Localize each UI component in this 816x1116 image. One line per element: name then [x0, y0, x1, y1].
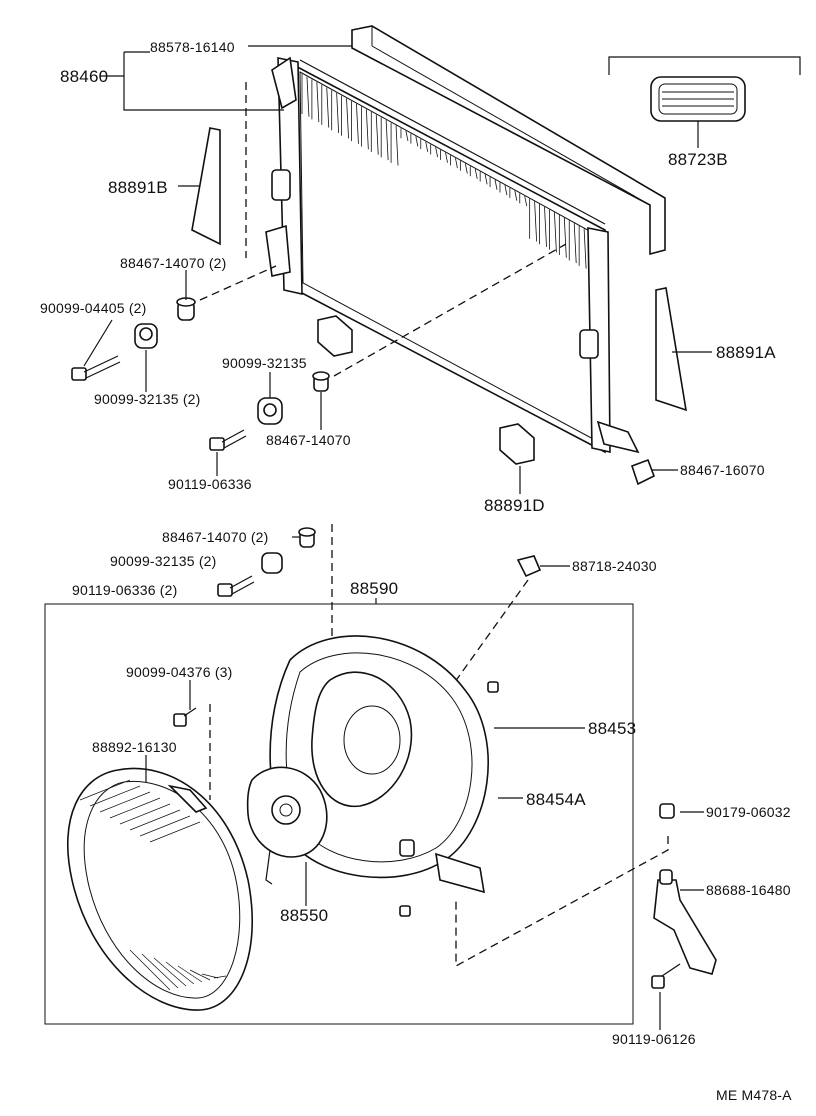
block-upper — [317, 315, 353, 357]
guard-mesh-line — [129, 949, 171, 991]
label-90099-32135-2-mid: 90099-32135 (2) — [110, 553, 217, 569]
label-88453: 88453 — [588, 719, 637, 738]
guard-mesh-line — [109, 797, 161, 819]
part-88723b — [608, 56, 801, 148]
condenser-fin — [326, 87, 330, 128]
condenser-fin — [455, 157, 458, 169]
condenser-fin — [365, 109, 369, 150]
label-90099-32135-2-left: 90099-32135 (2) — [94, 391, 201, 407]
screw-small-2 — [399, 905, 411, 917]
condenser-88460 — [265, 56, 640, 454]
shroud-88454a — [269, 635, 585, 894]
label-90119-06126: 90119-06126 — [612, 1031, 696, 1047]
label-90179-06032: 90179-06032 — [706, 804, 791, 820]
bracket-88688-16480 — [455, 803, 717, 1030]
upper-hardware — [71, 82, 656, 486]
guard-mesh-line — [89, 785, 141, 807]
deflector-88891a — [655, 287, 688, 412]
block-88891d — [499, 423, 535, 465]
label-88467-14070-2-top: 88467-14070 (2) — [120, 255, 227, 271]
guard-mesh-line — [79, 779, 131, 801]
guard-mesh-line — [139, 815, 191, 837]
condenser-fin — [346, 98, 349, 139]
condenser-fin — [484, 174, 488, 185]
condenser-fin — [385, 120, 389, 161]
condenser-fin — [494, 179, 498, 190]
guard-mesh-line — [149, 821, 201, 843]
label-88467-14070: 88467-14070 — [266, 432, 351, 448]
label-88718-24030: 88718-24030 — [572, 558, 657, 574]
label-88891a: 88891A — [716, 343, 776, 362]
condenser-fin — [336, 92, 340, 134]
label-90099-04405: 90099-04405 (2) — [40, 300, 147, 316]
guard-mesh-line — [99, 791, 151, 813]
label-88467-14070-2-mid: 88467-14070 (2) — [162, 529, 269, 545]
condenser-fin — [356, 103, 359, 144]
guard-mesh-line — [189, 969, 211, 981]
guard-mesh-line — [153, 957, 187, 987]
label-88467-16070: 88467-16070 — [680, 462, 765, 478]
condenser-fin — [474, 168, 478, 179]
label-90099-32135: 90099-32135 — [222, 355, 307, 371]
condenser-fin — [583, 228, 587, 269]
guard-mesh-line — [213, 975, 227, 979]
leader-lines — [83, 45, 712, 604]
condenser-fin — [405, 130, 409, 142]
condenser-fin — [425, 141, 429, 152]
condenser-fin — [445, 152, 448, 163]
condenser-fin — [415, 136, 419, 147]
label-88454a: 88454A — [526, 790, 586, 809]
condenser-fin — [395, 125, 399, 166]
label-88891d: 88891D — [484, 496, 545, 515]
seal-88578-16140 — [351, 25, 666, 256]
condenser-fin — [435, 147, 439, 158]
guard-mesh-line — [165, 961, 195, 985]
fan-motor-88550 — [246, 766, 328, 906]
label-88550: 88550 — [280, 906, 329, 925]
guard-mesh-line — [201, 973, 219, 979]
fan-guard-88892-16130 — [67, 755, 254, 1011]
label-88891b: 88891B — [108, 178, 168, 197]
guard-mesh-line — [141, 953, 179, 989]
condenser-fin — [524, 195, 528, 207]
screw-small-1 — [487, 681, 499, 693]
label-88688-16480: 88688-16480 — [706, 882, 791, 898]
label-90119-06336: 90119-06336 — [168, 476, 252, 492]
label-88723b: 88723B — [668, 150, 728, 169]
label-88892-16130: 88892-16130 — [92, 739, 177, 755]
condenser-fin — [316, 82, 320, 123]
screw-90099-04376 — [173, 680, 211, 800]
condenser-fin — [464, 163, 468, 174]
condenser-fin — [544, 206, 547, 247]
label-90119-06336-2: 90119-06336 (2) — [72, 582, 178, 598]
label-90099-04376: 90099-04376 (3) — [126, 664, 233, 680]
guard-mesh-line — [129, 809, 181, 831]
doc-code: ME M478-A — [716, 1087, 792, 1103]
condenser-fin — [534, 201, 538, 242]
label-88460: 88460 — [60, 67, 109, 86]
condenser-fin — [514, 190, 518, 201]
assembly-box-88590 — [44, 603, 634, 1025]
condenser-fin — [554, 212, 557, 253]
guard-mesh-line — [119, 803, 171, 825]
condenser-fin — [504, 185, 508, 196]
label-88578-16140: 88578-16140 — [150, 39, 235, 55]
condenser-fin — [573, 223, 577, 264]
deflector-88891b — [191, 127, 221, 246]
guard-mesh-line — [177, 965, 203, 983]
label-88590: 88590 — [350, 579, 399, 598]
condenser-fin — [563, 217, 567, 258]
condenser-fin — [375, 114, 379, 155]
condenser-fin — [306, 76, 310, 117]
